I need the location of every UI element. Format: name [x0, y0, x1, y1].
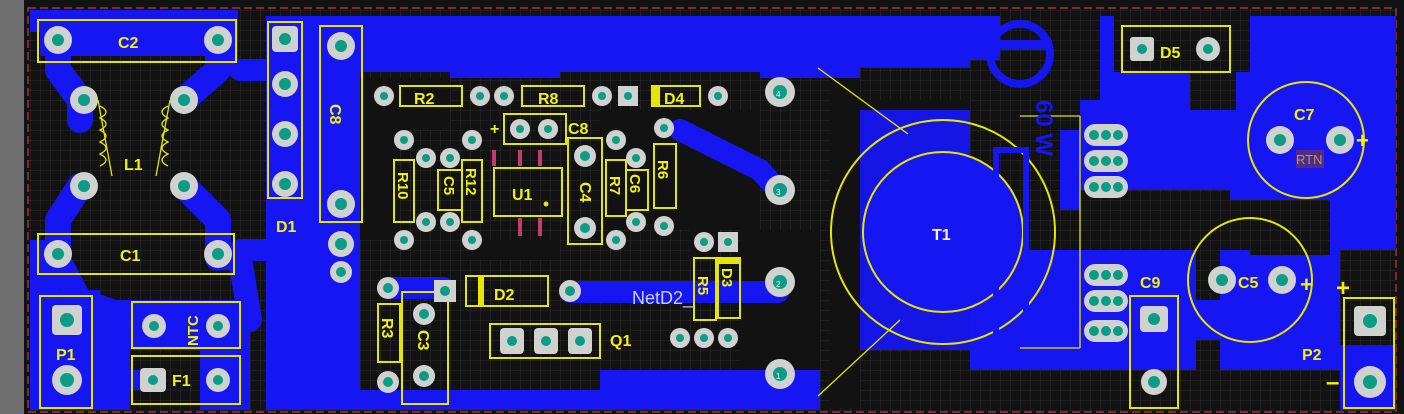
label-r12: R12 [462, 168, 479, 196]
inductor-l1[interactable]: L1 [70, 86, 198, 200]
capacitor-c5-big[interactable]: C5 + [1187, 217, 1313, 343]
label-c6: C6 [626, 174, 643, 193]
label-c5-small: C5 [440, 176, 457, 195]
plus-p2: + [1336, 275, 1350, 302]
capacitor-c3[interactable]: C3 [401, 291, 449, 405]
plus-c7: + [1356, 128, 1369, 153]
resistor-r12[interactable]: R12 [461, 130, 483, 250]
label-q1: Q1 [610, 333, 631, 350]
t1-secondary-pins [1084, 124, 1128, 342]
capacitor-c7[interactable]: C7 + RTN [1247, 81, 1369, 199]
t1-pin3: 3 [776, 188, 781, 197]
diode-d2[interactable]: D2 [434, 275, 581, 307]
label-c7: C7 [1294, 107, 1315, 124]
transistor-q1[interactable]: Q1 [489, 323, 631, 359]
capacitor-c8-small[interactable]: + C8 [490, 113, 589, 145]
connector-p2[interactable]: + P2 – [1302, 275, 1395, 409]
plus-c8: + [490, 121, 499, 138]
label-c8-bulk: C8 [326, 104, 343, 125]
fuse-f1[interactable]: F1 [131, 355, 241, 405]
label-c8-small: C8 [568, 121, 589, 138]
resistor-r2[interactable]: R2 [374, 85, 490, 108]
label-ntc: NTC [185, 315, 202, 346]
board-edge [27, 7, 1397, 413]
resistor-r8[interactable]: R8 [494, 85, 612, 108]
bridge-d1[interactable]: D1 [267, 21, 303, 236]
rtn-label: RTN [1296, 152, 1322, 167]
t1-pin1: 1 [776, 372, 781, 381]
label-r3: R3 [378, 318, 395, 339]
label-d2: D2 [494, 287, 515, 304]
label-c1: C1 [120, 248, 141, 265]
label-r5: R5 [694, 276, 711, 295]
label-r10: R10 [394, 172, 411, 200]
label-r2: R2 [414, 91, 435, 108]
capacitor-c8-bulk[interactable]: C8 [319, 25, 363, 223]
label-t1: T1 [932, 227, 951, 244]
label-c2: C2 [118, 35, 139, 52]
label-r7: R7 [606, 176, 623, 195]
label-d5: D5 [1160, 45, 1181, 62]
label-c5-big: C5 [1238, 275, 1259, 292]
label-c4: C4 [576, 182, 593, 203]
pads-d1-extra [328, 231, 354, 283]
label-d1: D1 [276, 219, 297, 236]
diode-d5[interactable]: D5 [1121, 25, 1231, 73]
capacitor-c9[interactable]: C9 [1129, 275, 1179, 409]
label-r6: R6 [654, 160, 671, 179]
label-f1: F1 [172, 373, 191, 390]
label-l1: L1 [124, 157, 143, 174]
capacitor-c5-small[interactable]: C5 [416, 148, 463, 232]
label-c3: C3 [414, 330, 431, 351]
t1-pour [860, 110, 970, 350]
t1-pin2: 2 [776, 280, 781, 289]
label-p1: P1 [56, 347, 76, 364]
label-d3: D3 [718, 268, 735, 287]
resistor-r5[interactable]: R5 [693, 232, 717, 321]
pads-q1-right [670, 328, 738, 348]
thermistor-ntc[interactable]: NTC [131, 301, 241, 349]
capacitor-c4[interactable]: C4 [567, 137, 603, 245]
ic-u1[interactable]: U1 [492, 150, 563, 236]
capacitor-c2[interactable]: C2 [37, 19, 237, 63]
resistor-r6[interactable]: R6 [653, 118, 677, 236]
diode-d3[interactable]: D3 [717, 232, 741, 319]
label-c9: C9 [1140, 275, 1161, 292]
label-d4: D4 [664, 91, 685, 108]
diode-d4[interactable]: D4 [618, 85, 728, 108]
resistor-r10[interactable]: R10 [393, 130, 415, 250]
net-label-d2: NetD2_ [632, 288, 694, 309]
logo-text: 60 W [1030, 100, 1057, 156]
connector-p1[interactable]: P1 [39, 295, 93, 409]
board-logo: 60 W [986, 20, 1057, 343]
label-p2: P2 [1302, 347, 1322, 364]
capacitor-c1[interactable]: C1 [37, 233, 235, 275]
transformer-t1[interactable]: T1 4 3 2 1 [765, 67, 1128, 397]
resistor-r3[interactable]: R3 [377, 277, 401, 393]
capacitor-c6[interactable]: C6 [625, 148, 649, 232]
side-rail [0, 0, 24, 414]
label-r8: R8 [538, 91, 559, 108]
label-u1: U1 [512, 187, 533, 204]
minus-p2: – [1326, 369, 1339, 396]
t1-pin4: 4 [776, 90, 781, 99]
plus-c5: + [1300, 272, 1313, 297]
